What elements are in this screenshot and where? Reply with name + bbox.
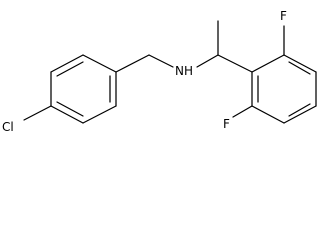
f-bottom-bond (232, 105, 253, 118)
ring-bond (251, 105, 285, 124)
ring-double-bond (56, 101, 84, 117)
ring-double-bond (56, 61, 84, 77)
amine-label: NH (175, 64, 193, 78)
ring-bond (283, 54, 317, 73)
ring-bond (82, 105, 117, 124)
chlorophenyl-ring (50, 54, 117, 124)
ring-bond (283, 105, 317, 124)
fluorine-bottom-label: F (223, 117, 230, 131)
ring-double-bond (288, 103, 311, 117)
ring-bond (251, 54, 285, 73)
benzyl-bond (115, 54, 150, 73)
n-ch-bond (196, 54, 219, 68)
chlorine-label: Cl (2, 120, 14, 134)
cl-bond (23, 105, 52, 121)
difluorophenyl-ring (251, 54, 317, 124)
molecule-structure: Cl NH F F (2, 9, 317, 134)
fluorine-top-label: F (280, 9, 287, 23)
ch2-n-bond (148, 54, 174, 68)
ring-bond (82, 54, 117, 73)
ch-ring-bond (217, 54, 253, 73)
ring-bond (50, 105, 84, 124)
ring-double-bond (288, 61, 311, 75)
ring-bond (50, 54, 84, 73)
